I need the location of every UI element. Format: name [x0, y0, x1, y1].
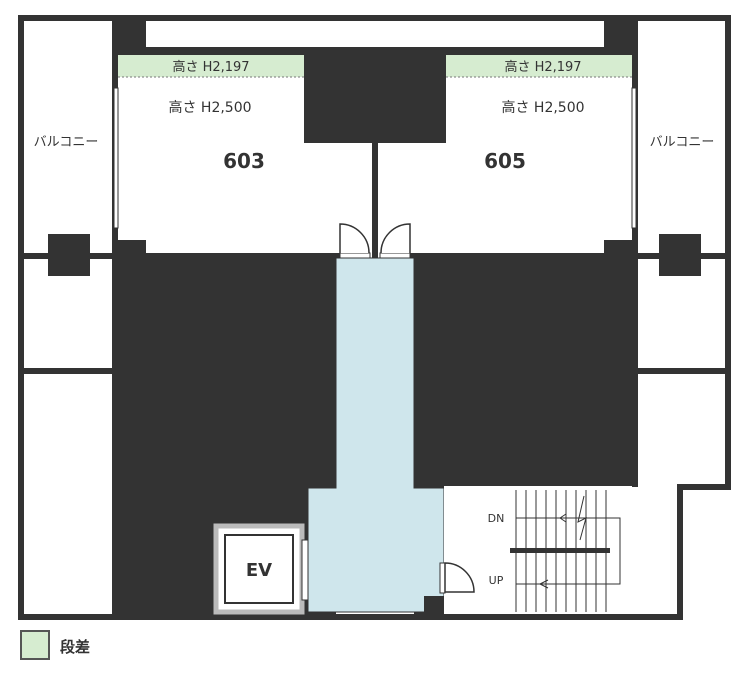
- ceiling-height-605: 高さ H2,500: [501, 99, 584, 116]
- step-label-603: 高さ H2,197: [172, 59, 249, 75]
- left-divider-2: [21, 368, 118, 374]
- elevator-cab: [224, 534, 294, 604]
- window-603: [113, 87, 119, 229]
- window-605: [631, 87, 637, 229]
- stair-up-label: UP: [489, 574, 504, 587]
- stair-landing-divider: [510, 548, 610, 553]
- step-band-605: [446, 55, 632, 77]
- unit-partition: [372, 143, 378, 258]
- pillar-right: [659, 234, 701, 276]
- outer-walls: [18, 15, 731, 620]
- ceiling-height-603: 高さ H2,500: [168, 99, 251, 116]
- step-label-605: 高さ H2,197: [504, 59, 581, 75]
- balcony-label-left: バルコニー: [34, 135, 99, 150]
- pillar-left: [48, 234, 90, 276]
- legend-swatch: [20, 630, 50, 660]
- legend-label: 段差: [60, 638, 90, 656]
- room-number-603: 603: [223, 149, 265, 173]
- step-band-603: [118, 55, 304, 77]
- dark-area-right: [414, 253, 632, 486]
- stair-door-swing: [444, 562, 475, 593]
- right-divider-2: [632, 368, 728, 374]
- stair-notch: [424, 596, 444, 614]
- balcony-label-right: バルコニー: [650, 135, 715, 150]
- stair-arrows: [539, 495, 621, 589]
- stair-treads: [515, 490, 607, 612]
- stair-down-label: DN: [488, 512, 505, 525]
- room-number-605: 605: [484, 149, 526, 173]
- elevator-door: [301, 539, 309, 601]
- door-605: [379, 223, 411, 259]
- central-shaft: [304, 47, 446, 143]
- door-603: [339, 223, 371, 259]
- elevator-label: EV: [246, 560, 272, 581]
